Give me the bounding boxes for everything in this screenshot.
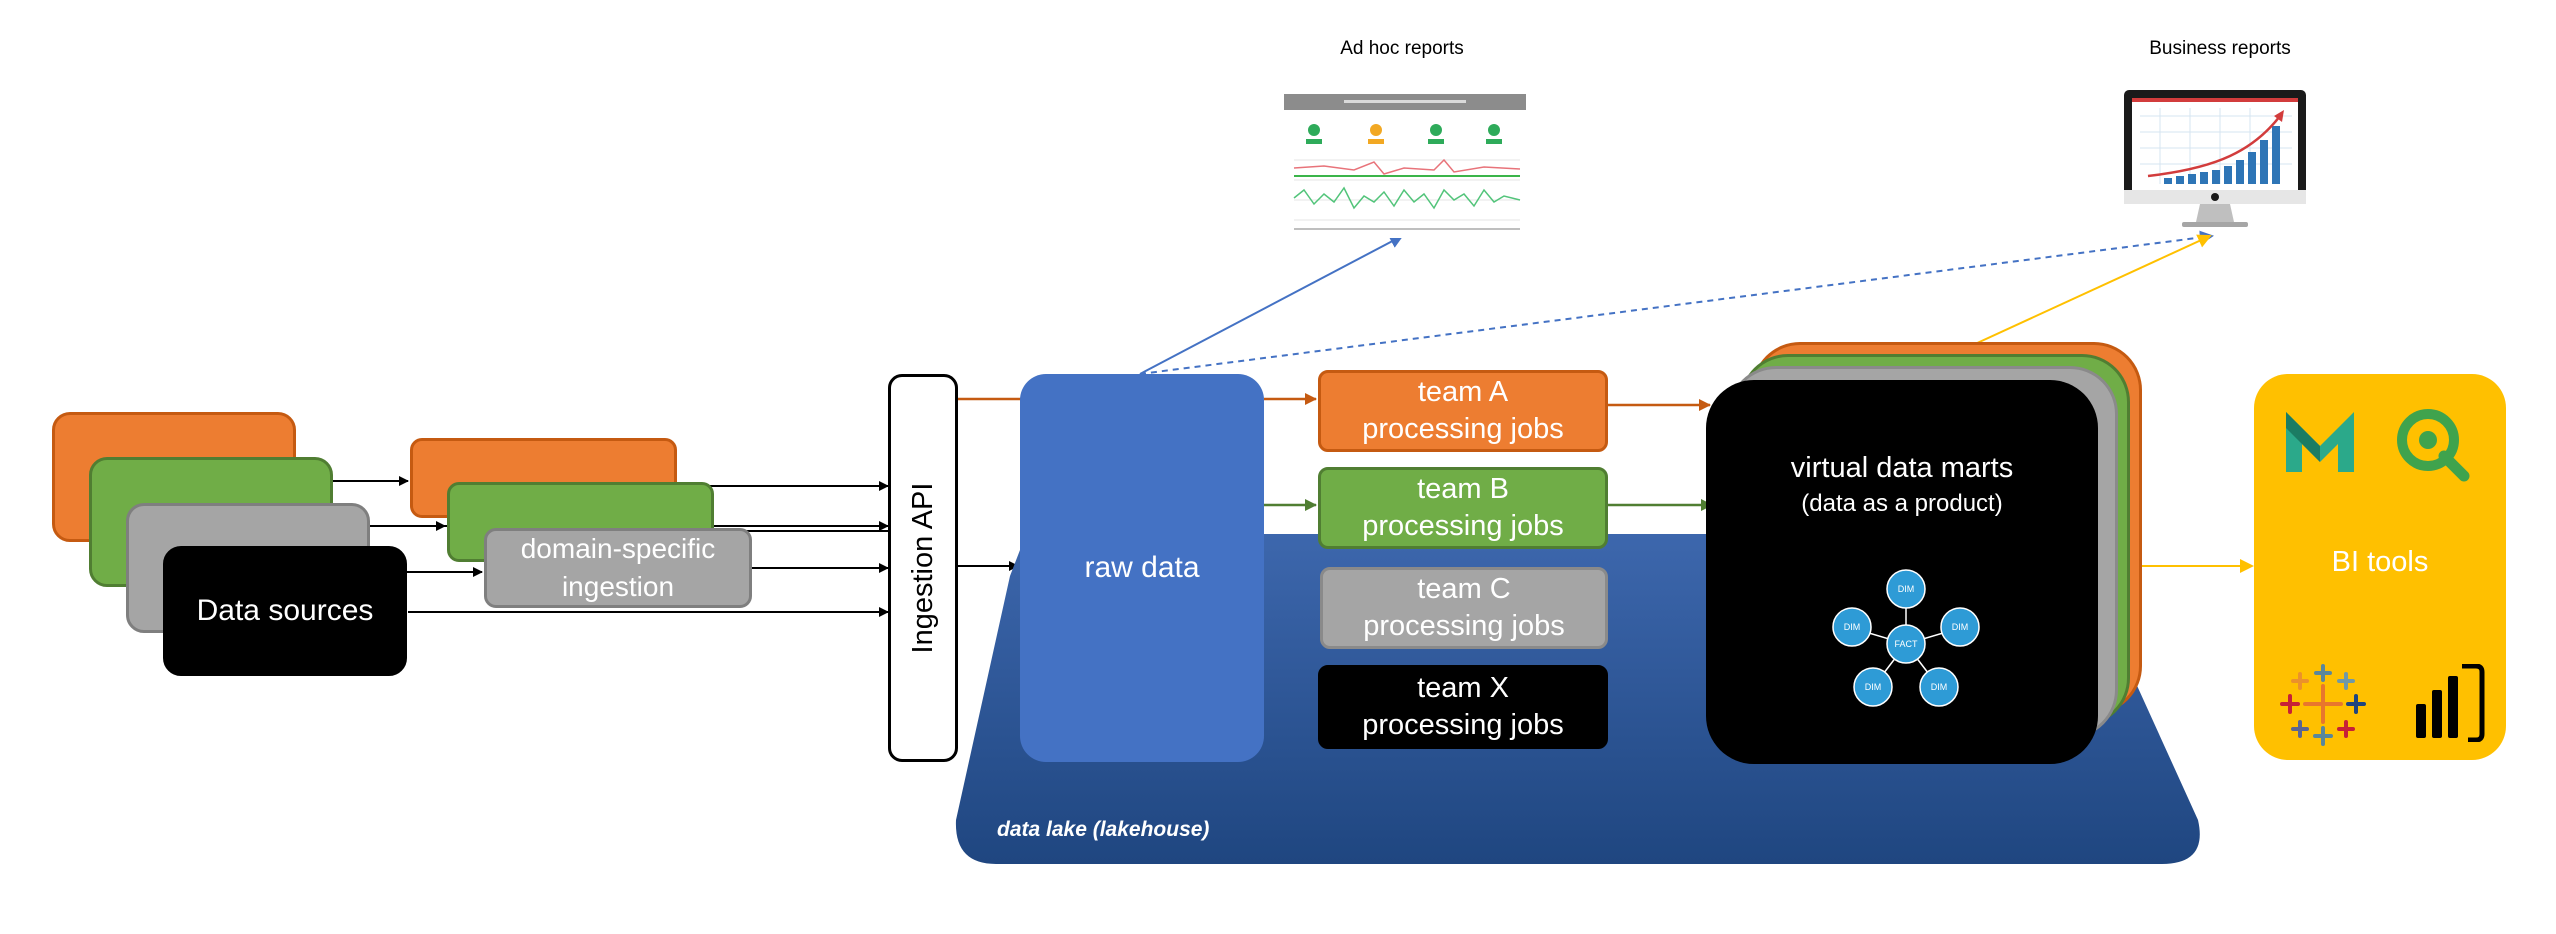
dim-label: DIM xyxy=(1844,622,1861,632)
virtual-marts-subtitle: (data as a product) xyxy=(1801,490,2003,517)
team-c-text: processing jobs xyxy=(1363,610,1565,642)
team-a-text: processing jobs xyxy=(1362,413,1564,445)
dim-circle xyxy=(1919,667,1959,707)
team-x-text: processing jobs xyxy=(1362,709,1564,741)
qlik-logo-icon xyxy=(2397,409,2470,482)
ingestion-api-box: Ingestion API xyxy=(888,374,958,762)
team-b-jobs: team B processing jobs xyxy=(1318,467,1608,549)
team-a-jobs: team A processing jobs xyxy=(1318,370,1608,452)
data-sources-label: Data sources xyxy=(196,594,374,627)
arrow-raw-to-business-dashed xyxy=(1139,230,2214,375)
dim-circle xyxy=(1832,607,1872,647)
dim-label: DIM xyxy=(1952,622,1969,632)
dim-circle xyxy=(1853,667,1893,707)
raw-data-label: raw data xyxy=(1084,551,1200,584)
team-c-jobs: team C processing jobs xyxy=(1320,567,1608,649)
domain-ingestion-label: domain-specific ingestion xyxy=(520,533,716,602)
team-b-name: team B xyxy=(1417,473,1509,505)
team-x-jobs: team X processing jobs xyxy=(1318,665,1608,749)
ingestion-api-label: Ingestion API xyxy=(907,482,939,654)
metabase-logo-icon xyxy=(2286,412,2354,472)
data-lake-label: data lake (lakehouse) xyxy=(997,818,1210,841)
team-a-name: team A xyxy=(1417,376,1509,408)
fact-circle xyxy=(1886,624,1926,664)
business-reports-label: Business reports xyxy=(2149,38,2291,59)
dim-label: DIM xyxy=(1898,584,1915,594)
dim-label: DIM xyxy=(1931,682,1948,692)
fact-label: FACT xyxy=(1894,639,1918,649)
tableau-logo-icon xyxy=(2280,664,2366,746)
dim-label: DIM xyxy=(1865,682,1882,692)
arrow-marts-to-business xyxy=(1961,234,2212,351)
virtual-marts-title: virtual data marts xyxy=(1790,452,2014,484)
ad-hoc-report-thumbnail xyxy=(1284,90,1526,238)
arrow-raw-to-adhoc xyxy=(1139,235,1404,375)
virtual-data-marts-box: virtual data marts (data as a product) F… xyxy=(1706,380,2098,764)
data-sources-box: Data sources xyxy=(163,546,407,676)
dim-circle xyxy=(1940,607,1980,647)
star-schema-diagram: FACT DIM DIM DIM DIM DIM xyxy=(1832,569,1980,707)
business-report-monitor-icon xyxy=(2124,90,2306,227)
team-b-text: processing jobs xyxy=(1362,510,1564,542)
domain-ingestion-box: domain-specific ingestion xyxy=(484,528,752,608)
team-x-name: team X xyxy=(1417,672,1509,704)
ad-hoc-reports-label: Ad hoc reports xyxy=(1340,38,1464,59)
bi-tools-label: BI tools xyxy=(2331,546,2429,578)
team-c-name: team C xyxy=(1417,573,1511,605)
dim-circle xyxy=(1886,569,1926,609)
powerbi-logo-icon xyxy=(2416,664,2485,742)
bi-tools-box: BI tools xyxy=(2254,374,2506,760)
raw-data-box: raw data xyxy=(1020,374,1264,762)
